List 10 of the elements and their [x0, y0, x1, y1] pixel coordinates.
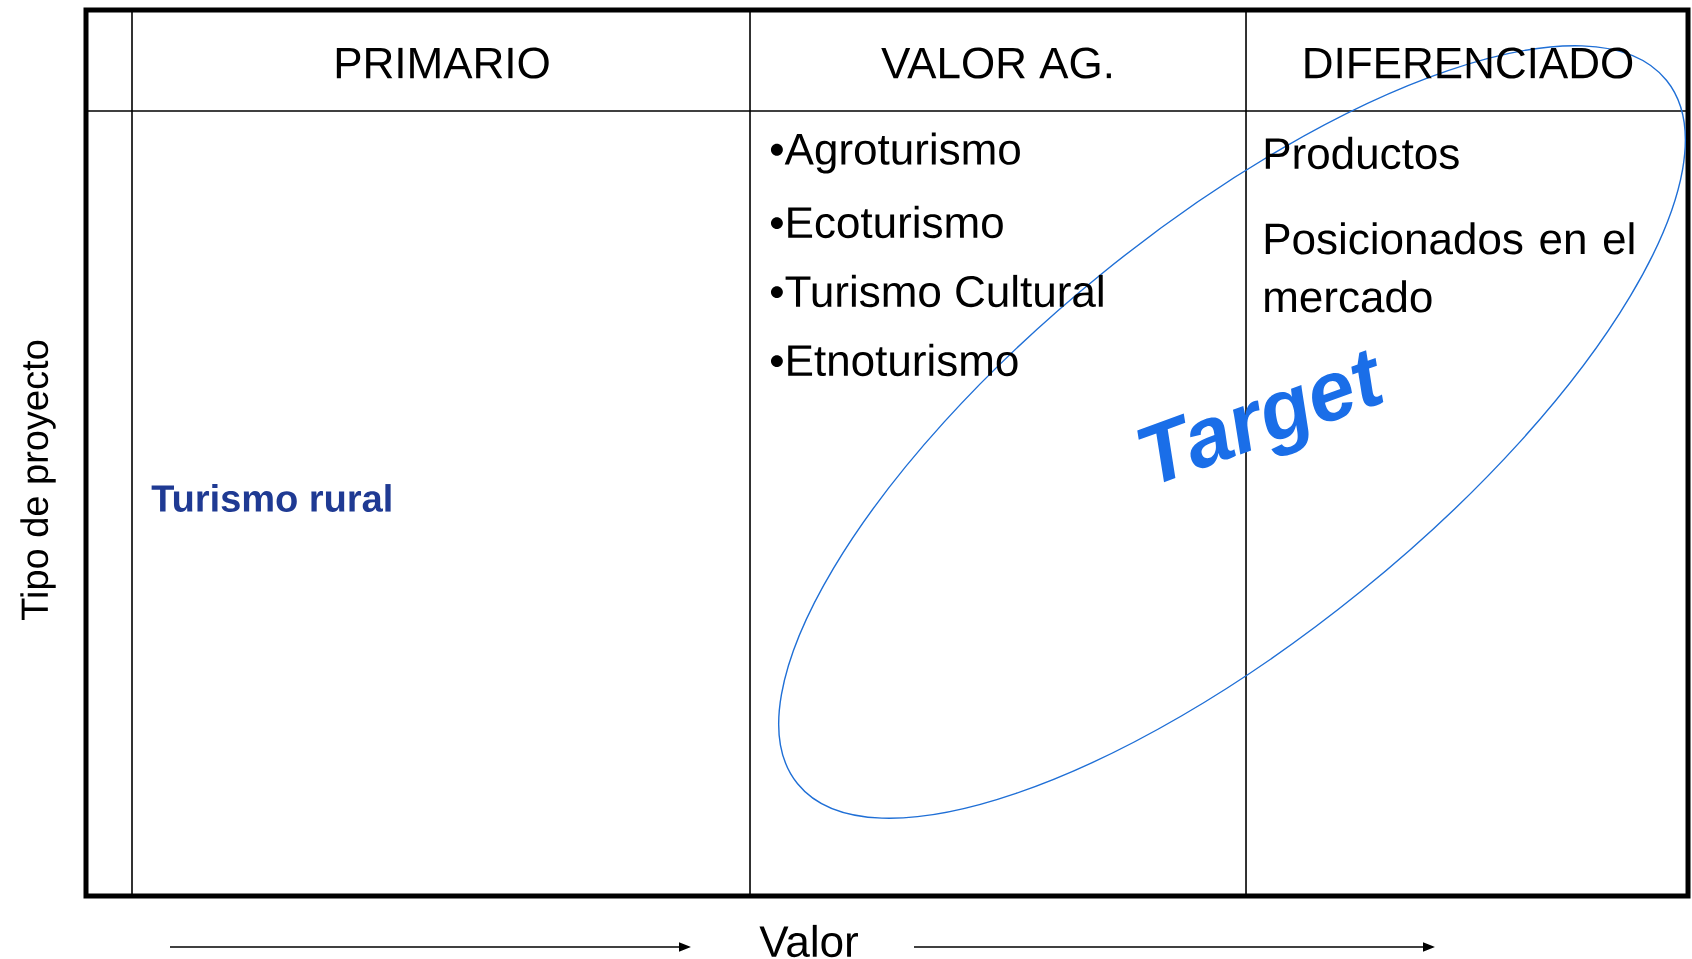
axis-title: Valor [759, 924, 858, 958]
list-item: •Agroturismo [770, 132, 1020, 174]
cell-text: Posicionados en el mercado [1265, 222, 1634, 313]
axis-title: Tipo de proyecto [20, 340, 56, 620]
cell-text: Turismo rural [151, 484, 391, 512]
target-label: Target [1137, 350, 1384, 483]
list-item: •Ecoturismo [770, 205, 1003, 239]
cell-text: Productos [1265, 136, 1459, 170]
column-header: VALOR AG. [881, 47, 1111, 79]
column-header: PRIMARIO [336, 47, 549, 79]
